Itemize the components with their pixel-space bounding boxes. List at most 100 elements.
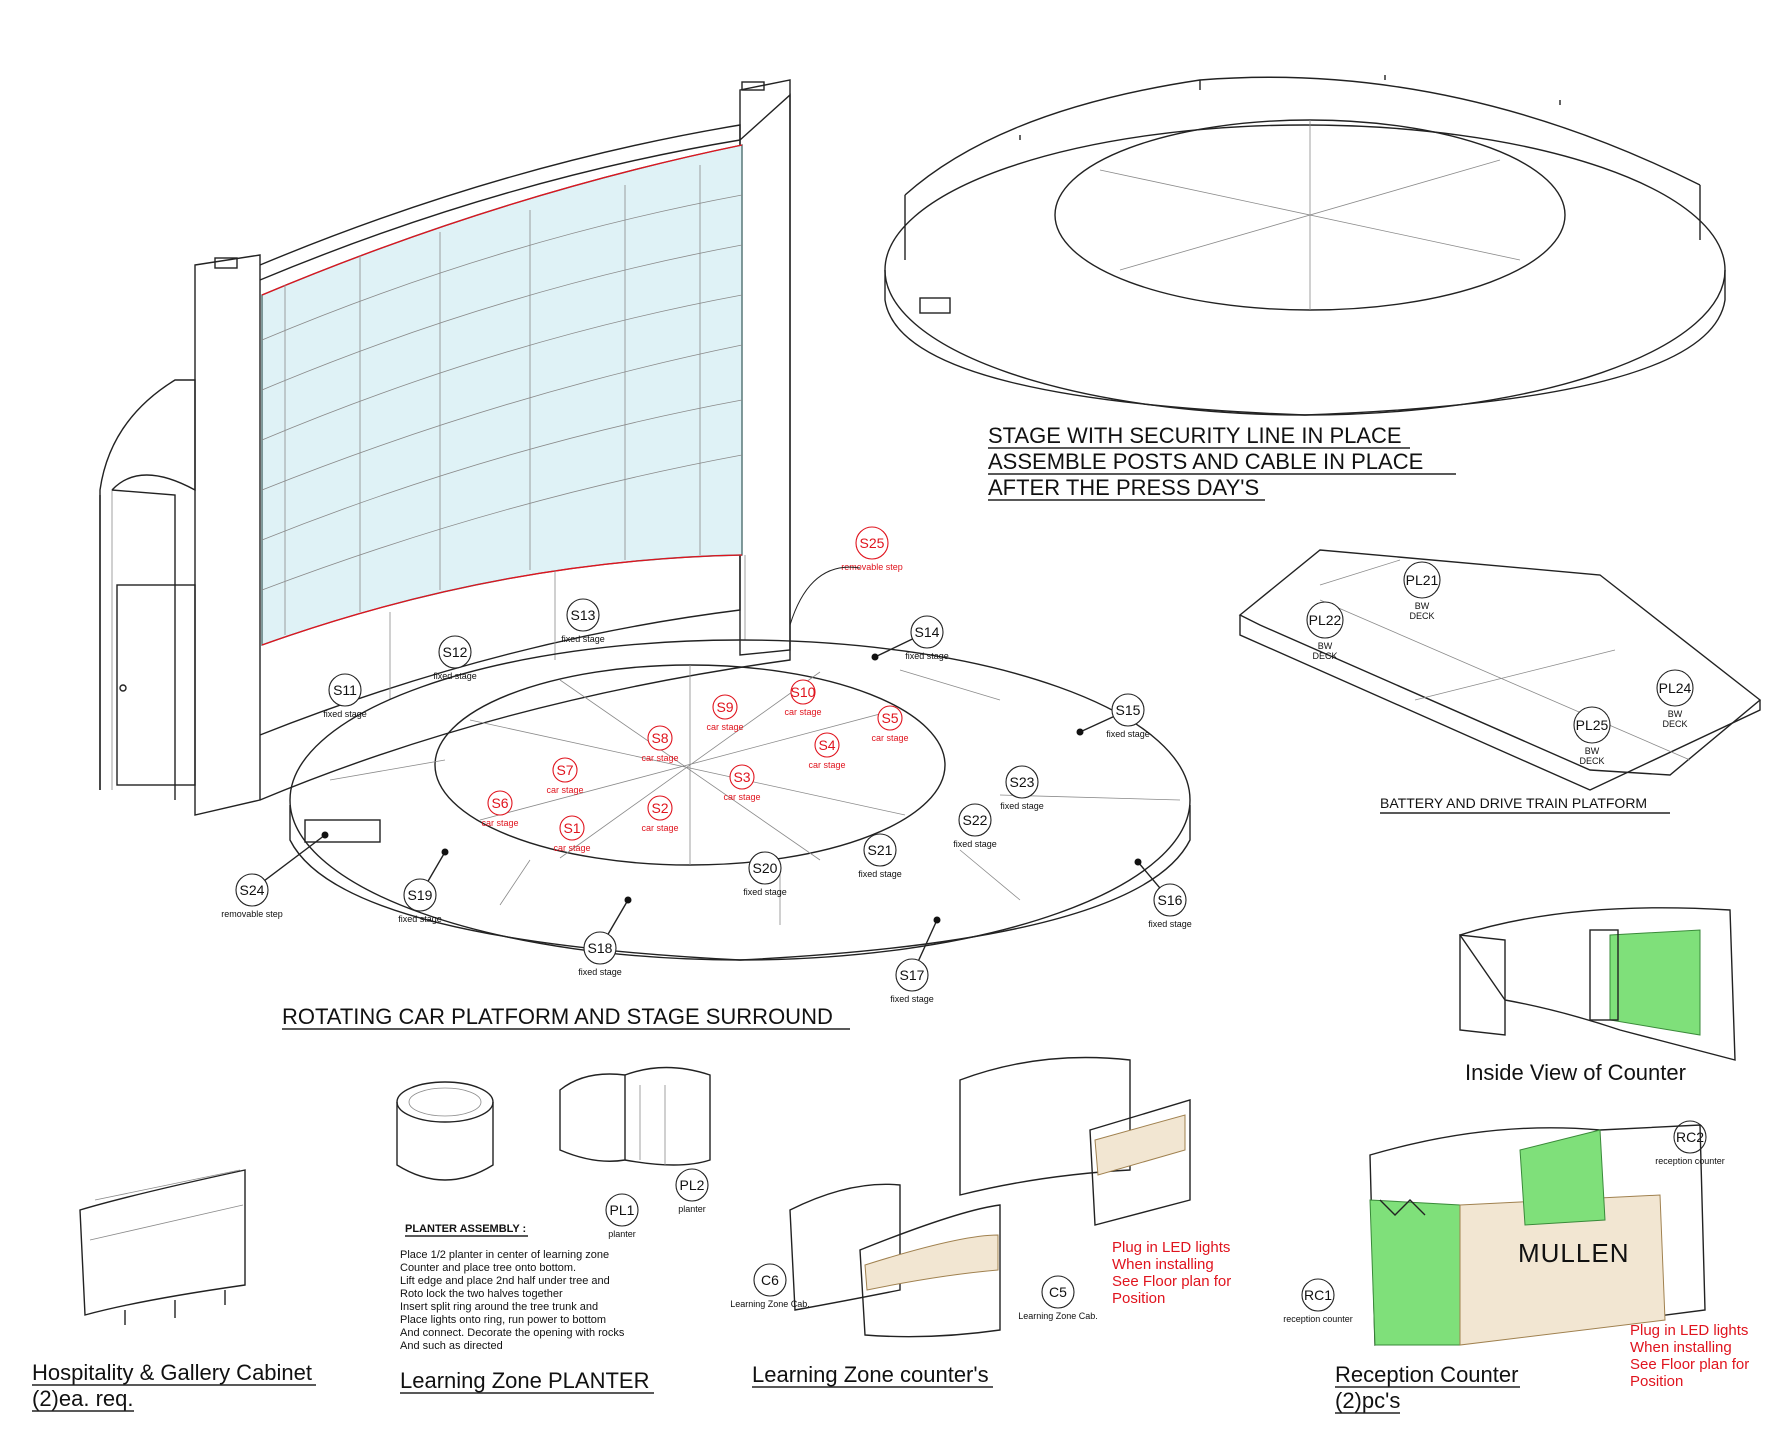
bubble-id: PL21 <box>1406 572 1439 588</box>
bubble-sub: car stage <box>641 823 678 833</box>
bubble-sub: fixed stage <box>1000 801 1044 811</box>
bubble-sub: fixed stage <box>433 671 477 681</box>
label-bubble-s1: S1 car stage <box>553 815 591 853</box>
label-bubble-s18: S18 fixed stage <box>578 896 632 977</box>
bubble-id: S25 <box>860 535 885 551</box>
bubble-id: S7 <box>556 762 573 778</box>
bubble-sub: fixed stage <box>953 839 997 849</box>
bubble-sub: car stage <box>871 733 908 743</box>
bubble-sub: car stage <box>481 818 518 828</box>
label-bubble-s4: S4 car stage <box>808 732 846 770</box>
rotating-car-platform <box>289 639 1191 961</box>
bubble-id: S12 <box>443 644 468 660</box>
mullen-brand-text: MULLEN <box>1518 1238 1629 1268</box>
bubble-id: S11 <box>333 682 357 698</box>
bubble-id: C6 <box>761 1272 779 1288</box>
bubble-id: RC2 <box>1676 1129 1704 1145</box>
learning-zone-counters <box>789 1056 1191 1338</box>
bubble-sub: removable step <box>221 909 283 919</box>
bubble-sub: fixed stage <box>323 709 367 719</box>
planter-assembly-heading: PLANTER ASSEMBLY : <box>405 1223 526 1235</box>
bubble-sub: fixed stage <box>398 914 442 924</box>
bubble-id: S6 <box>491 795 508 811</box>
bubble-sub: planter <box>678 1204 706 1214</box>
stage-security-title-line-2: ASSEMBLE POSTS AND CABLE IN PLACE <box>988 449 1423 474</box>
bubble-id: S18 <box>588 940 613 956</box>
planter-assembly-line: And such as directed <box>400 1340 503 1352</box>
bubble-id: C5 <box>1049 1284 1067 1300</box>
planter-assembly-line: Place 1/2 planter in center of learning … <box>400 1249 609 1261</box>
bubble-sub: car stage <box>546 785 583 795</box>
bubble-id: S24 <box>240 882 265 898</box>
stage-security-title: STAGE WITH SECURITY LINE IN PLACE ASSEMB… <box>988 423 1456 501</box>
reception-title-line-1: Reception Counter <box>1335 1362 1518 1387</box>
bubble-sub: car stage <box>553 843 590 853</box>
inside-counter-view <box>1458 907 1736 1061</box>
bubble-sub: BW <box>1585 746 1600 756</box>
bubble-sub: DECK <box>1312 651 1337 661</box>
bubble-sub: car stage <box>706 722 743 732</box>
bubble-sub: DECK <box>1409 611 1434 621</box>
stage-security-title-line-3: AFTER THE PRESS DAY'S <box>988 475 1259 500</box>
bubble-id: S16 <box>1158 892 1183 908</box>
bubble-sub: fixed stage <box>905 651 949 661</box>
label-bubble-s24: S24 removable step <box>221 831 329 919</box>
bubble-id: S3 <box>733 769 750 785</box>
bubble-id: PL24 <box>1659 680 1692 696</box>
inside-view-title: Inside View of Counter <box>1465 1060 1686 1085</box>
led-note-line: When installing <box>1630 1339 1732 1356</box>
led-note-line: See Floor plan for <box>1112 1273 1231 1290</box>
bubble-sub: fixed stage <box>561 634 605 644</box>
label-bubble-s12: S12 fixed stage <box>433 635 477 681</box>
led-note-line: Position <box>1630 1373 1683 1390</box>
bubble-sub: fixed stage <box>578 967 622 977</box>
bubble-id: PL25 <box>1576 717 1609 733</box>
bubble-id: S5 <box>881 710 898 726</box>
hospitality-cabinet <box>79 1169 246 1325</box>
bubble-sub: DECK <box>1579 756 1604 766</box>
planter-assembly-line: And connect. Decorate the opening with r… <box>400 1327 625 1339</box>
bubble-id: S13 <box>571 607 596 623</box>
bubble-sub: BW <box>1415 601 1430 611</box>
bubble-sub: reception counter <box>1655 1156 1725 1166</box>
bubble-sub: fixed stage <box>858 869 902 879</box>
reception-title-line-2: (2)pc's <box>1335 1388 1400 1413</box>
battery-platform-title: BATTERY AND DRIVE TRAIN PLATFORM <box>1380 795 1647 811</box>
bubble-id: S1 <box>563 820 580 836</box>
planter-assembly-line: Insert split ring around the tree trunk … <box>400 1301 598 1313</box>
planter-assembly-line: Lift edge and place 2nd half under tree … <box>400 1275 610 1287</box>
planter-title: Learning Zone PLANTER <box>400 1368 649 1393</box>
battery-platform <box>1238 549 1762 791</box>
bubble-sub: BW <box>1668 709 1683 719</box>
label-bubble-s6: S6 car stage <box>481 790 519 828</box>
label-bubble-s9: S9 car stage <box>706 694 744 732</box>
bubble-id: S9 <box>716 699 733 715</box>
label-bubble-s11: S11 fixed stage <box>323 673 367 719</box>
hospitality-title: Hospitality & Gallery Cabinet (2)ea. req… <box>32 1360 316 1412</box>
bubble-sub: car stage <box>808 760 845 770</box>
bubble-id: PL22 <box>1309 612 1342 628</box>
label-bubble-rc2: RC2 reception counter <box>1655 1120 1725 1166</box>
stage-security-line <box>884 75 1726 416</box>
label-bubble-s7: S7 car stage <box>546 757 584 795</box>
bubble-id: S4 <box>818 737 835 753</box>
reception-title: Reception Counter (2)pc's <box>1335 1362 1520 1414</box>
